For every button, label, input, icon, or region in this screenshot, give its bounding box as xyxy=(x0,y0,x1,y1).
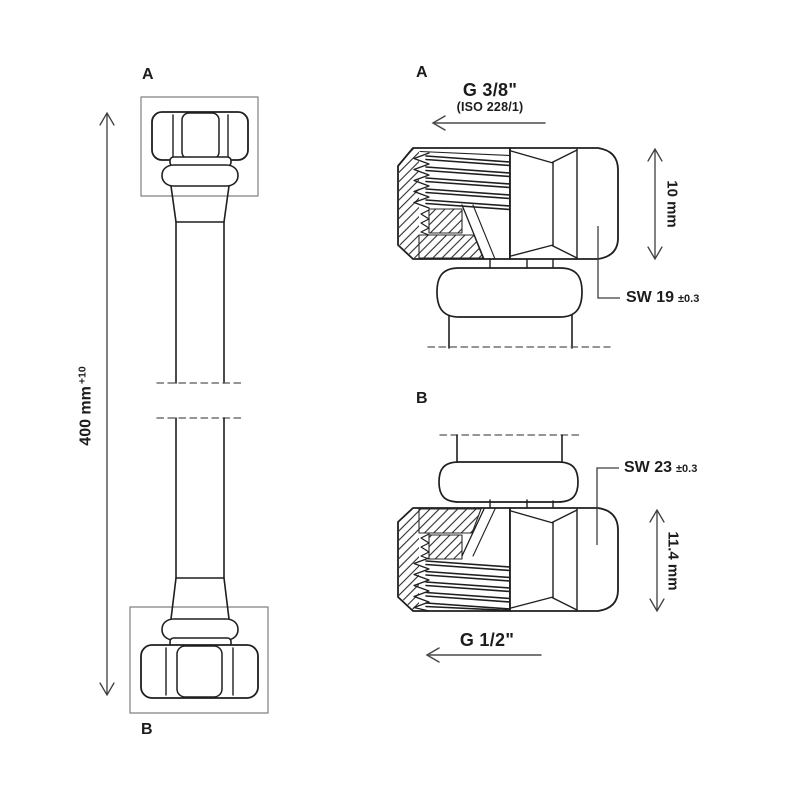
break-lines xyxy=(156,382,244,419)
thread-size-b: G 1/2" xyxy=(459,630,515,650)
length-dimension-label: 400 mm+10 xyxy=(77,366,96,445)
detail-b-label: B xyxy=(416,390,428,407)
collar-b-section xyxy=(438,461,579,503)
nut-a-hex-view xyxy=(509,147,619,260)
nut-a-front xyxy=(151,111,249,161)
wrench-tolerance-b: ±0.3 xyxy=(676,463,698,475)
collar-a-front xyxy=(161,156,239,223)
wrench-size-b-label: SW 23±0.3 xyxy=(624,459,697,477)
wrench-tolerance-a: ±0.3 xyxy=(678,293,700,305)
thread-profile-b xyxy=(413,508,511,612)
length-dimension-arrow xyxy=(99,111,115,697)
wrench-leader-b xyxy=(596,467,619,545)
detail-b-drawing xyxy=(397,434,619,612)
thread-arrow-a xyxy=(431,115,546,131)
detail-a-label: A xyxy=(416,64,428,81)
hose-tube-upper xyxy=(175,221,225,384)
overview-label-b: B xyxy=(141,721,153,738)
collar-a-section xyxy=(436,267,583,318)
collar-b-front xyxy=(161,577,239,648)
height-dimension-a xyxy=(647,147,663,261)
wrench-size-a-label: SW 19±0.3 xyxy=(626,289,699,307)
detail-box-a xyxy=(140,96,259,197)
nut-b-hex-view xyxy=(509,507,619,612)
hose-tube-lower xyxy=(175,417,225,579)
hose-overview xyxy=(129,96,269,714)
length-value: 400 mm xyxy=(77,386,95,446)
detail-a-drawing xyxy=(397,147,619,349)
wrench-size-a: SW 19 xyxy=(626,289,675,306)
length-tolerance: +10 xyxy=(76,366,89,385)
nut-b-front xyxy=(140,644,259,699)
nut-height-a: 10 mm xyxy=(663,180,681,228)
nut-height-b: 11.4 mm xyxy=(664,531,682,591)
detail-box-b xyxy=(129,606,269,714)
thread-size-a: G 3/8" xyxy=(462,80,518,100)
thread-profile-a xyxy=(413,150,511,260)
wrench-leader-a xyxy=(597,226,620,299)
overview-label-a: A xyxy=(142,66,154,83)
thread-standard-a: (ISO 228/1) xyxy=(456,100,524,114)
wrench-size-b: SW 23 xyxy=(624,459,673,476)
height-dimension-b xyxy=(649,508,665,613)
thread-arrow-b xyxy=(425,647,542,663)
